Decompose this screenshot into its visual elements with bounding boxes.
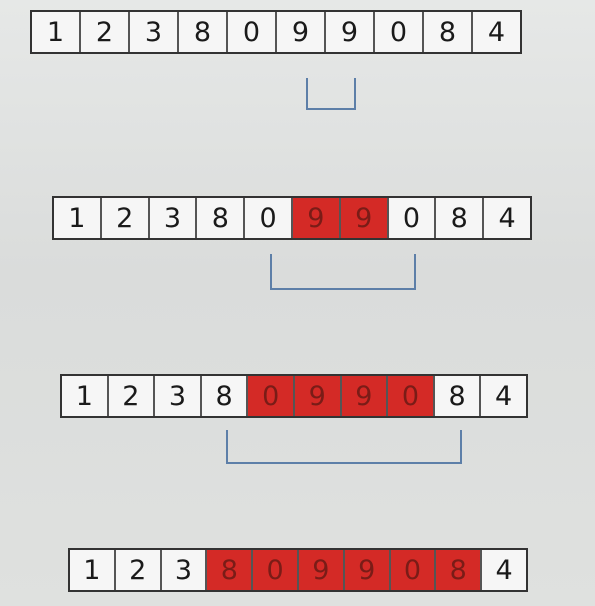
expansion-bracket-3 bbox=[226, 430, 462, 464]
digit-cell-highlighted: 9 bbox=[294, 376, 342, 416]
digit-cell-highlighted: 9 bbox=[341, 376, 389, 416]
digit-cell: 1 bbox=[32, 12, 81, 52]
digit-cell: 1 bbox=[54, 198, 102, 238]
digit-cell: 2 bbox=[81, 12, 130, 52]
digit-cell: 2 bbox=[108, 376, 156, 416]
digit-cell: 8 bbox=[201, 376, 249, 416]
digit-cell: 0 bbox=[228, 12, 277, 52]
digit-cell-highlighted: 8 bbox=[436, 550, 483, 590]
digit-cell: 8 bbox=[436, 198, 485, 238]
digit-cell: 3 bbox=[155, 376, 202, 416]
digit-cell-highlighted: 9 bbox=[292, 198, 341, 238]
digit-cell: 4 bbox=[473, 12, 520, 52]
digit-cell-highlighted: 0 bbox=[388, 376, 435, 416]
digit-cell: 3 bbox=[149, 198, 198, 238]
digit-cell: 9 bbox=[277, 12, 326, 52]
digit-cell: 4 bbox=[482, 550, 526, 590]
expansion-bracket-2 bbox=[270, 254, 416, 290]
digit-cell-highlighted: 0 bbox=[253, 550, 299, 590]
expansion-bracket-1 bbox=[306, 78, 356, 110]
digit-cell: 0 bbox=[245, 198, 293, 238]
digit-cell: 4 bbox=[481, 376, 526, 416]
digit-cell: 8 bbox=[197, 198, 246, 238]
digit-cell: 2 bbox=[115, 550, 162, 590]
digit-cell: 3 bbox=[130, 12, 179, 52]
digit-cell-highlighted: 0 bbox=[390, 550, 437, 590]
digit-cell: 0 bbox=[375, 12, 424, 52]
digit-cell: 1 bbox=[62, 376, 109, 416]
digit-cell-highlighted: 0 bbox=[248, 376, 295, 416]
digit-cell: 4 bbox=[484, 198, 530, 238]
digit-cell: 9 bbox=[326, 12, 375, 52]
digit-cell: 3 bbox=[161, 550, 208, 590]
digit-cell: 8 bbox=[434, 376, 482, 416]
digit-cell-highlighted: 9 bbox=[344, 550, 391, 590]
digit-cell: 1 bbox=[70, 550, 116, 590]
digit-cell-highlighted: 8 bbox=[207, 550, 254, 590]
digit-cell: 8 bbox=[179, 12, 228, 52]
digit-cell: 0 bbox=[388, 198, 437, 238]
digit-cell: 2 bbox=[101, 198, 150, 238]
digit-cell: 8 bbox=[424, 12, 473, 52]
digit-cell-highlighted: 9 bbox=[298, 550, 345, 590]
digit-cell-highlighted: 9 bbox=[340, 198, 389, 238]
